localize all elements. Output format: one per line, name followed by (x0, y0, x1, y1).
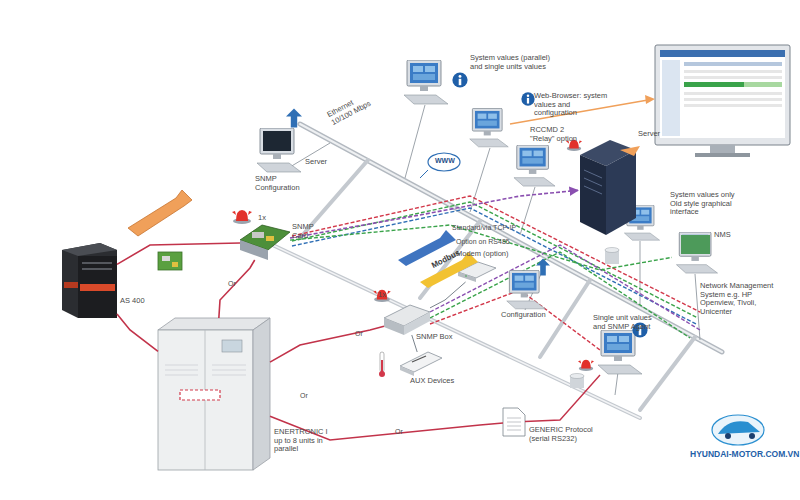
device-note: SNMP Card (292, 223, 324, 240)
aux-device (400, 352, 442, 376)
device-label: Single unit values and SNMP Agent (593, 314, 653, 331)
server-node: Server (578, 140, 636, 235)
device-note: SNMP Configuration (255, 175, 307, 192)
protocol-label: Profibus (138, 178, 185, 212)
cable-connector (219, 260, 255, 318)
computer-node: System values (parallel) and single unit… (402, 60, 450, 105)
device-label: AS 400 (120, 297, 160, 306)
cable-connector (270, 326, 384, 362)
computer-icon (676, 232, 717, 273)
cable-connector (430, 282, 466, 308)
device-note: Network Management System e.g. HP Openvi… (700, 282, 782, 317)
screen (263, 131, 291, 151)
modem-node: Modem (option) (458, 262, 496, 282)
cable-connector (117, 243, 240, 264)
alternative-mark: Or (355, 330, 369, 338)
large-monitor (655, 45, 790, 157)
computer-icon (598, 330, 642, 374)
alternative-mark: Or (395, 428, 409, 436)
device-label: AUX Devices (410, 377, 460, 386)
device-label: 1x (258, 214, 278, 223)
computer-node: RCCMD 2 "Relay" option (512, 145, 557, 187)
cable-connector (525, 375, 600, 422)
device-label: Web-Browser: system values and configura… (534, 92, 614, 118)
computer-icon (514, 145, 555, 186)
device-note: SNMP Box (416, 333, 458, 342)
watermark: HYUNDAI-MOTOR.COM.VN (690, 450, 800, 460)
snmp-card-node: 1xSNMP Card (240, 225, 290, 260)
orange-arrow (510, 100, 648, 124)
as400-tower (62, 243, 117, 318)
ethernet-backbone (262, 124, 722, 418)
aux-node: AUX Devices (400, 352, 442, 376)
orange-arrow (645, 95, 655, 104)
computer-icon (507, 270, 546, 309)
alarm-symbol (578, 360, 594, 371)
device-label: Configuration (501, 311, 561, 320)
device-label: GENERIC Protocol (serial RS232) (529, 426, 601, 443)
cable-connector (290, 225, 672, 270)
alarm-symbol (232, 210, 252, 224)
device-label: RCCMD 2 "Relay" option (530, 126, 586, 143)
document-node: GENERIC Protocol (serial RS232) (503, 408, 525, 436)
cable-connector (117, 314, 158, 351)
up-arrow (286, 108, 302, 127)
computer-icon (257, 128, 301, 172)
server-node: AS 400 (62, 243, 117, 318)
protocol-label: Standard/via TCP-IP (452, 224, 522, 232)
protocol-label: WWW (435, 157, 459, 165)
computer-node: Single unit values and SNMP Agent (595, 330, 645, 375)
device-label: NMS (714, 231, 744, 240)
network-drop-wire (285, 105, 700, 395)
signal-bundle (292, 196, 700, 350)
computer-node: Web-Browser: system values and configura… (468, 108, 510, 148)
computer-icon (404, 60, 448, 104)
computer-node: Configuration (505, 270, 547, 310)
alternative-mark: Or (228, 280, 242, 288)
computer-icon (470, 108, 509, 147)
protocol-label: Modbus (409, 222, 449, 248)
device-label: 1x (378, 291, 398, 300)
info-symbol (452, 72, 467, 87)
info-symbol (521, 92, 534, 105)
device-label: System values only Old style graphical i… (670, 191, 746, 217)
device-label: System values (parallel) and single unit… (470, 54, 552, 71)
snmp-box (384, 305, 430, 335)
protocol-label: Ethernet 10/100 Mbps (326, 89, 378, 128)
computer-node: ServerSNMP Configuration (255, 128, 303, 173)
snmp-box-node: 1xSNMP Box (384, 305, 430, 335)
thermometer-symbol (379, 352, 385, 377)
computer-node: System values only Old style graphical i… (622, 205, 662, 241)
ups-node: ENERTRONIC I up to 8 units in parallel (158, 318, 270, 470)
device-label: Server (638, 130, 678, 139)
profibus-module (158, 252, 182, 270)
ups-cabinet (158, 318, 270, 470)
device-label: ENERTRONIC I up to 8 units in parallel (274, 428, 332, 454)
server-tower (580, 140, 636, 235)
protocol-label: Option on RS485 (456, 238, 516, 246)
www-cloud (420, 153, 460, 178)
snmp-card (240, 225, 290, 260)
watermark-logo (712, 415, 764, 445)
device-label: Modem (option) (456, 250, 516, 259)
document-icon (503, 408, 525, 436)
device-label: Server (305, 158, 345, 167)
screen (681, 235, 710, 254)
nms-node: NMSNetwork Management System e.g. HP Ope… (672, 232, 722, 274)
orange-arrow (620, 146, 640, 156)
alternative-mark: Or (300, 392, 314, 400)
up-arrow (536, 259, 550, 276)
